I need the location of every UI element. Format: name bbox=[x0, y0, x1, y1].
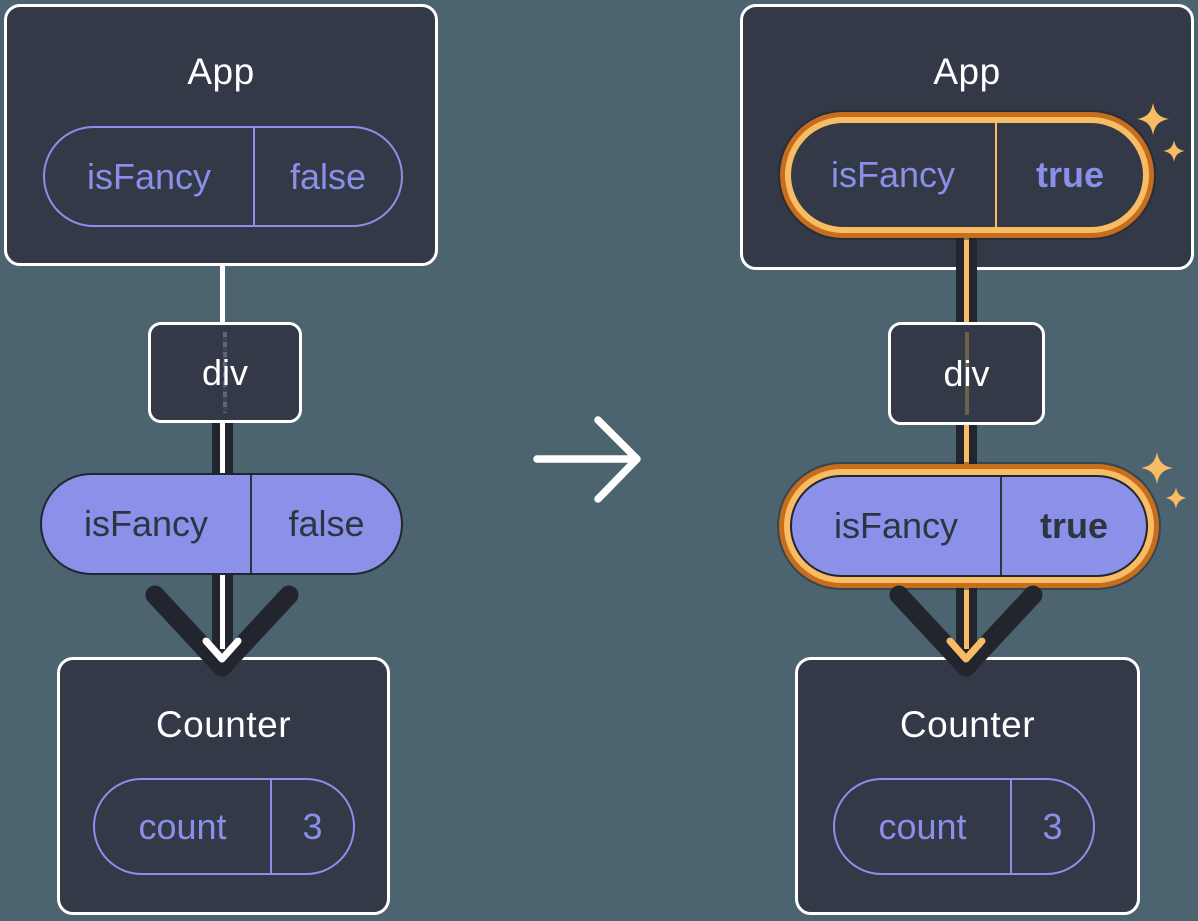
app-state-pill-highlighted: isFancy true bbox=[780, 112, 1154, 238]
state-value: false bbox=[253, 128, 401, 225]
app-title: App bbox=[933, 51, 1001, 92]
counter-state-pill: count 3 bbox=[833, 778, 1095, 875]
app-state-pill: isFancy false bbox=[43, 126, 403, 227]
app-title: App bbox=[187, 51, 255, 92]
sparkles-icon bbox=[1136, 102, 1185, 162]
prop-name: isFancy bbox=[833, 505, 959, 546]
connector-app-div bbox=[219, 266, 225, 324]
prop-pill-before: isFancy false bbox=[40, 473, 403, 575]
state-value: true bbox=[995, 123, 1143, 227]
prop-flow-line-core bbox=[963, 236, 969, 649]
counter-state-value: 3 bbox=[270, 780, 353, 873]
prop-name: isFancy bbox=[83, 503, 209, 544]
div-element-box-after: div bbox=[888, 322, 1045, 425]
arrow-right-icon bbox=[533, 416, 641, 503]
counter-component-box-after: Counter count 3 bbox=[795, 657, 1140, 915]
counter-title: Counter bbox=[899, 704, 1036, 745]
state-name: isFancy bbox=[830, 154, 956, 195]
pass-through-line bbox=[964, 332, 969, 415]
div-element-box-before: div bbox=[148, 322, 302, 423]
div-label: div bbox=[201, 351, 249, 393]
prop-value: true bbox=[1000, 477, 1146, 575]
prop-value: false bbox=[250, 475, 401, 573]
counter-state-value: 3 bbox=[1010, 780, 1093, 873]
counter-title: Counter bbox=[155, 704, 292, 745]
pass-through-line bbox=[223, 332, 227, 413]
counter-state-name: count bbox=[138, 805, 227, 847]
sparkles-icon bbox=[1140, 451, 1187, 509]
arrow-down-icon bbox=[145, 585, 299, 677]
counter-state-pill: count 3 bbox=[93, 778, 355, 875]
div-label: div bbox=[943, 352, 990, 394]
state-name: isFancy bbox=[86, 155, 212, 197]
prop-pill-highlighted: isFancy true bbox=[779, 464, 1159, 588]
counter-state-name: count bbox=[878, 805, 967, 847]
arrow-down-icon bbox=[889, 585, 1043, 677]
app-component-box-before: App isFancy false bbox=[4, 4, 438, 266]
